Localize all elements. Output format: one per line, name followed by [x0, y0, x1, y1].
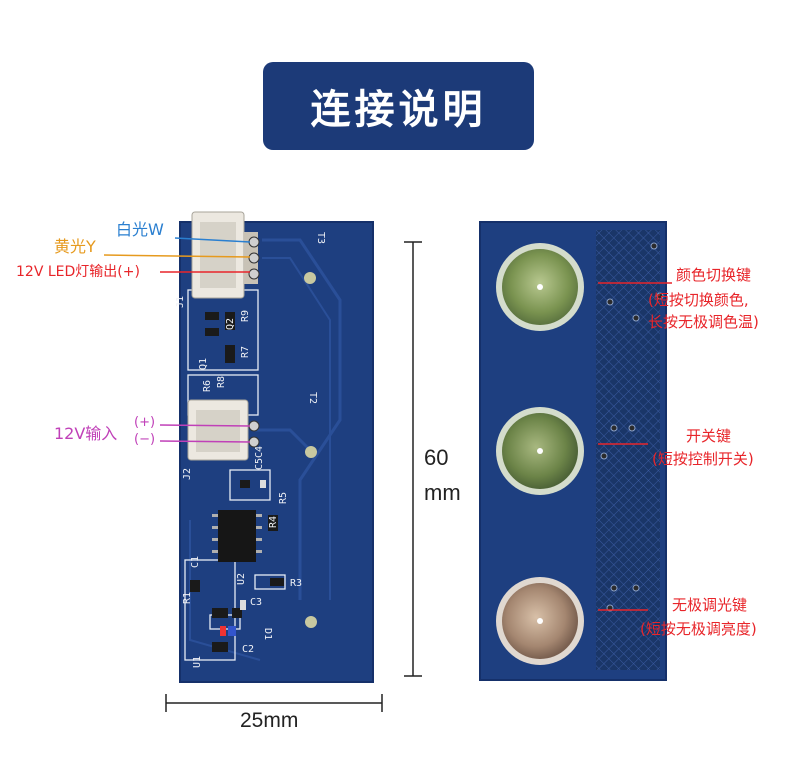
dimension-width-value: 25mm — [240, 709, 299, 732]
silkscreen-r1: R1 — [182, 592, 193, 604]
connector-j2 — [187, 399, 260, 461]
touch-pad-power — [496, 407, 584, 495]
label-power-key-desc: (短按控制开关) — [652, 450, 754, 468]
silkscreen-c4: C4 — [254, 446, 265, 458]
label-dimmer-key-desc: (短按无极调亮度) — [640, 620, 757, 638]
silkscreen-t2: T2 — [307, 392, 318, 404]
silkscreen-u2: U2 — [236, 573, 247, 585]
touch-pad-color — [496, 243, 584, 331]
silkscreen-j2: J2 — [182, 468, 193, 480]
annotation-lines — [103, 237, 672, 611]
connector-j1 — [191, 211, 260, 299]
label-color-key-title: 颜色切换键 — [676, 266, 752, 284]
silkscreen-c1: C1 — [190, 556, 201, 568]
dimension-height-line — [404, 241, 422, 677]
page-title: 连接说明 — [263, 62, 534, 150]
label-color-key-desc-1: (短按切换颜色, — [648, 291, 749, 309]
label-white-light: 白光W — [116, 220, 164, 239]
silkscreen-d1: D1 — [262, 628, 273, 640]
silkscreen-r5: R5 — [278, 492, 289, 504]
silkscreen-q1: Q1 — [198, 358, 209, 370]
silkscreen-j1: J1 — [175, 296, 186, 308]
dimension-width-line — [165, 694, 383, 712]
silkscreen-t3: T3 — [315, 232, 326, 244]
label-led-output: 12V LED灯输出(+) — [16, 264, 140, 280]
silkscreen-c5: C5 — [254, 458, 265, 470]
label-color-key-desc-2: 长按无极调色温) — [648, 313, 759, 331]
silkscreen-r3: R3 — [290, 578, 302, 589]
silkscreen-c2: C2 — [242, 644, 254, 655]
silkscreen-r8: R8 — [216, 376, 227, 388]
label-power-key-title: 开关键 — [686, 427, 732, 445]
silkscreen-u1: U1 — [192, 656, 203, 668]
label-yellow-light: 黄光Y — [54, 237, 96, 256]
pcb-components — [190, 272, 317, 652]
label-dimmer-key-title: 无极调光键 — [672, 596, 748, 614]
silkscreen-r7: R7 — [240, 346, 251, 358]
silkscreen-r4: R4 — [268, 516, 279, 528]
silkscreen-r6: R6 — [202, 380, 213, 392]
silkscreen-q2: Q2 — [225, 318, 236, 330]
dimension-height-unit: mm — [424, 480, 461, 505]
touch-pad-dimmer — [496, 577, 584, 665]
silkscreen-r9: R9 — [240, 310, 251, 322]
label-12v-input: 12V输入 — [54, 424, 118, 443]
label-input-minus: (−) — [134, 432, 156, 447]
label-input-plus: (+) — [134, 415, 156, 430]
silkscreen-c3: C3 — [250, 597, 262, 608]
dimension-height-value: 60 — [424, 445, 449, 470]
